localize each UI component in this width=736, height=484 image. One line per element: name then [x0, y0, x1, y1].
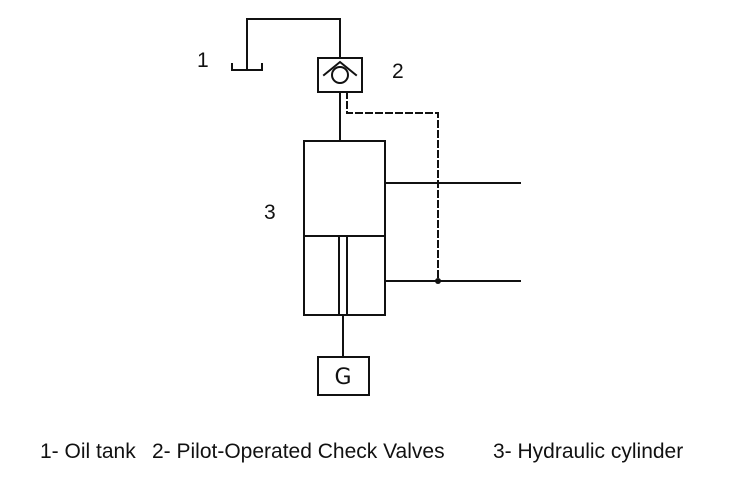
pilot-junction-dot	[435, 278, 441, 284]
cylinder-number-label: 3	[264, 201, 276, 224]
legend-item-oil-tank: 1- Oil tank	[40, 440, 136, 463]
tank-return-line	[246, 18, 341, 70]
check-valve-number-label: 2	[392, 60, 404, 83]
pilot-line-dashed	[346, 91, 439, 282]
hydraulic-cylinder-body	[303, 140, 386, 316]
legend-item-hydraulic-cylinder: 3- Hydraulic cylinder	[493, 440, 684, 463]
check-valve-seat	[322, 60, 358, 77]
gauge-label: G	[334, 365, 351, 390]
gauge-box	[317, 356, 370, 396]
legend-item-check-valves: 2- Pilot-Operated Check Valves	[152, 440, 445, 463]
check-valve-ball	[331, 66, 349, 84]
oil-tank-number-label: 1	[197, 49, 209, 72]
